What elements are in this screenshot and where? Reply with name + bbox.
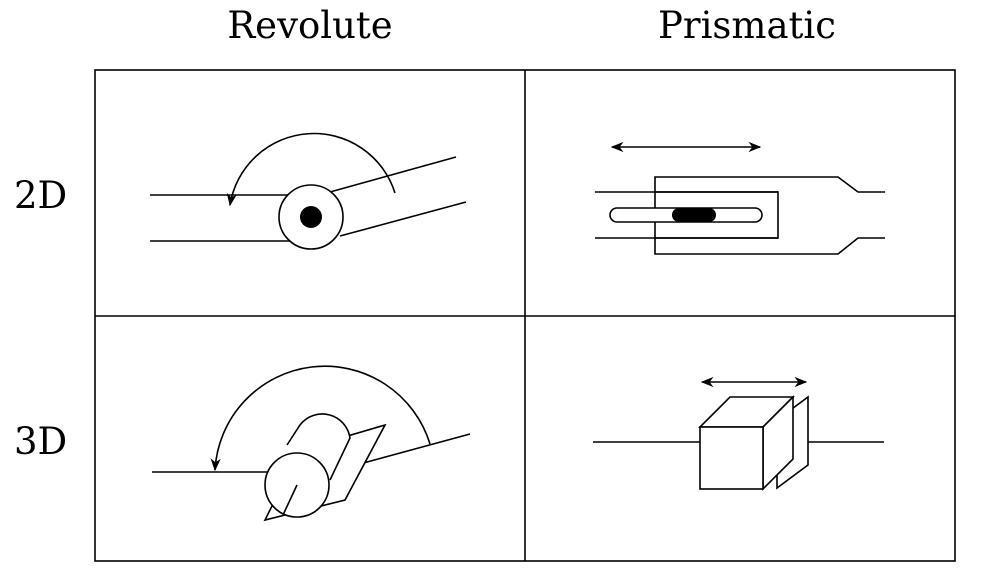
cylinder-body	[286, 413, 351, 481]
cube-front	[699, 426, 764, 490]
column-header-revolute: Revolute	[227, 4, 393, 47]
revolute-2d-diagram	[150, 132, 467, 250]
column-header-prismatic: Prismatic	[658, 4, 836, 47]
table-frame	[94, 69, 956, 562]
revolute-pin	[300, 206, 322, 228]
row-header-2d: 2D	[14, 174, 68, 217]
row-header-3d: 3D	[14, 420, 68, 463]
rotation-arrow-2d	[226, 132, 396, 207]
prismatic-3d-diagram	[593, 376, 884, 491]
prismatic-2d-diagram	[595, 141, 885, 255]
revolute-3d-diagram	[152, 365, 471, 522]
rotation-arrow-3d	[210, 365, 431, 472]
slider-pin	[672, 208, 716, 222]
